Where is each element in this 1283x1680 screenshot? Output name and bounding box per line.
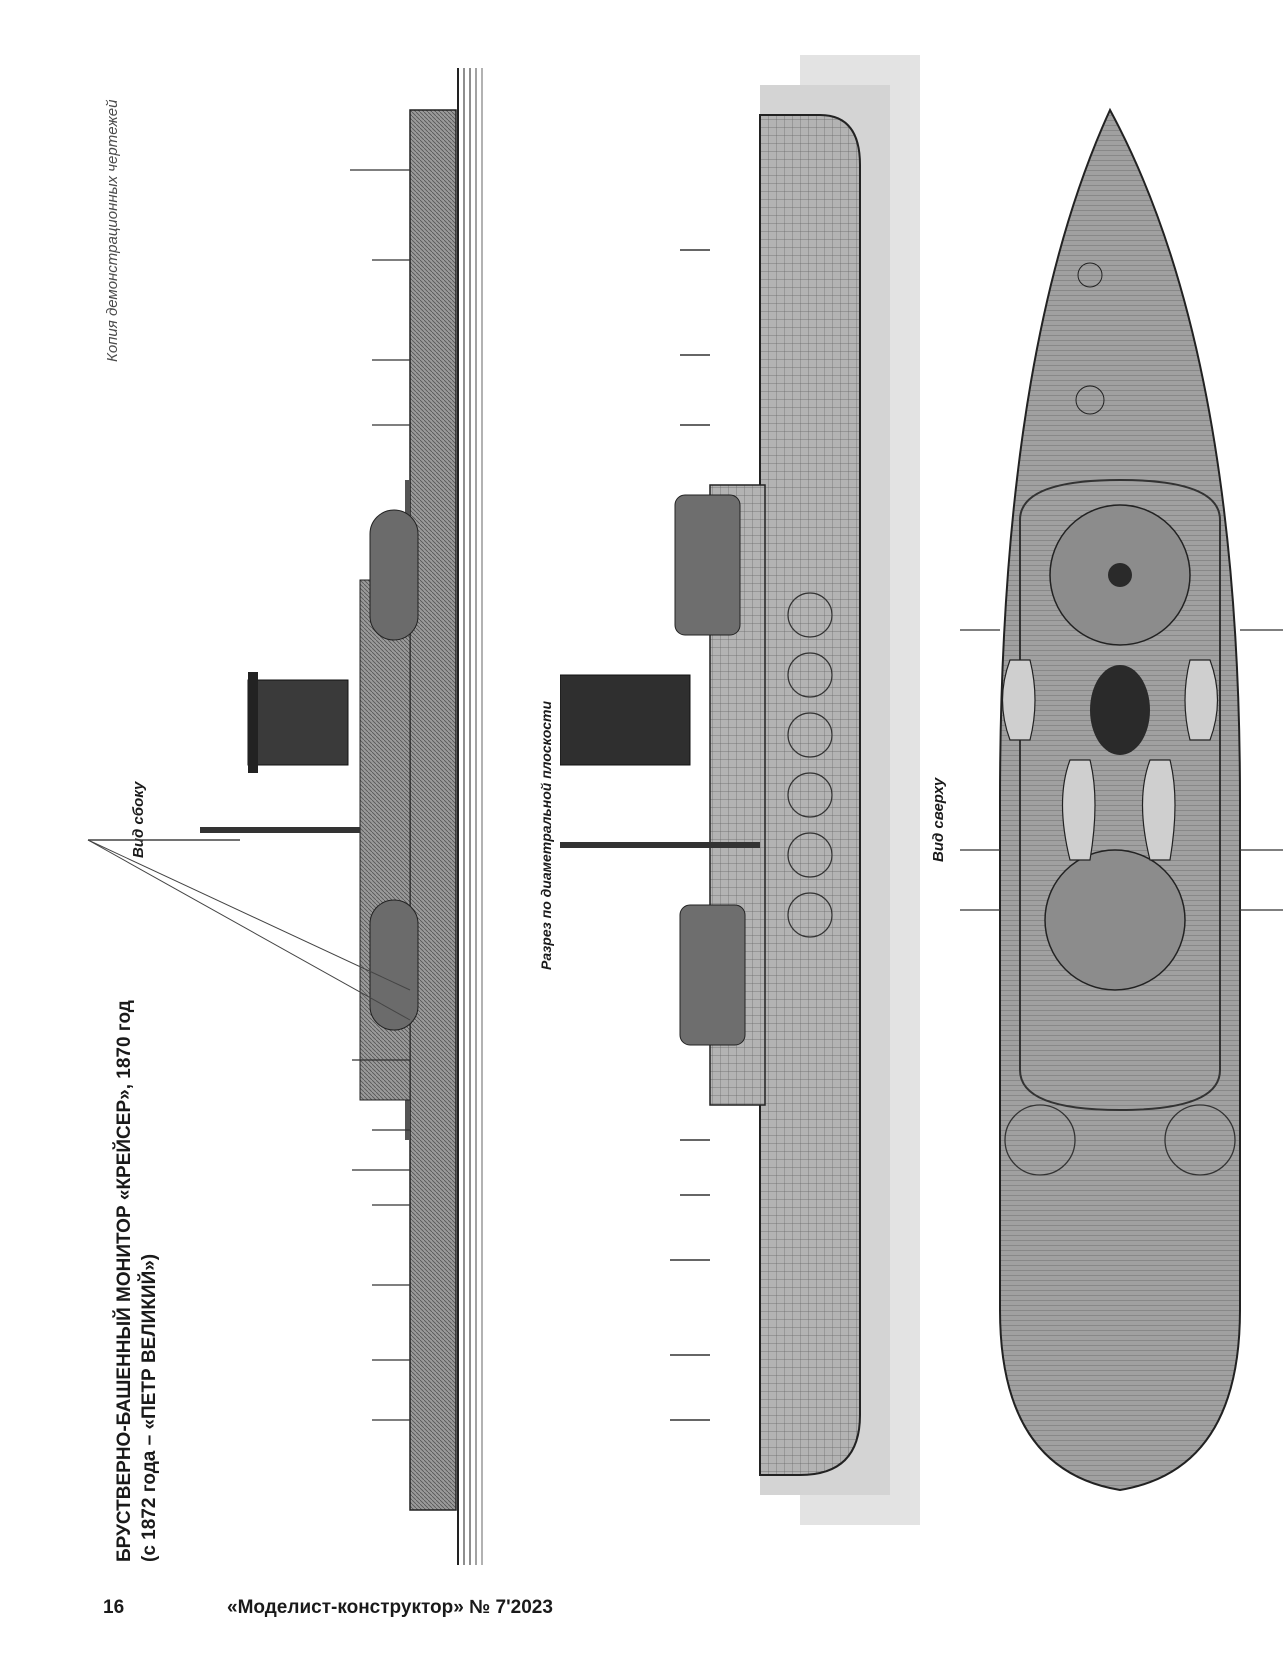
ship-side-view-drawing [87,68,483,1565]
magazine-issue: «Моделист-конструктор» № 7'2023 [227,1597,553,1618]
top-view-caption: Вид сверху [930,777,947,862]
page-number: 16 [103,1597,125,1618]
ship-section-drawing [560,55,920,1525]
ship-top-view-drawing [960,107,1283,1492]
section-caption: Разрез по диаметральной плоскости [538,700,554,970]
